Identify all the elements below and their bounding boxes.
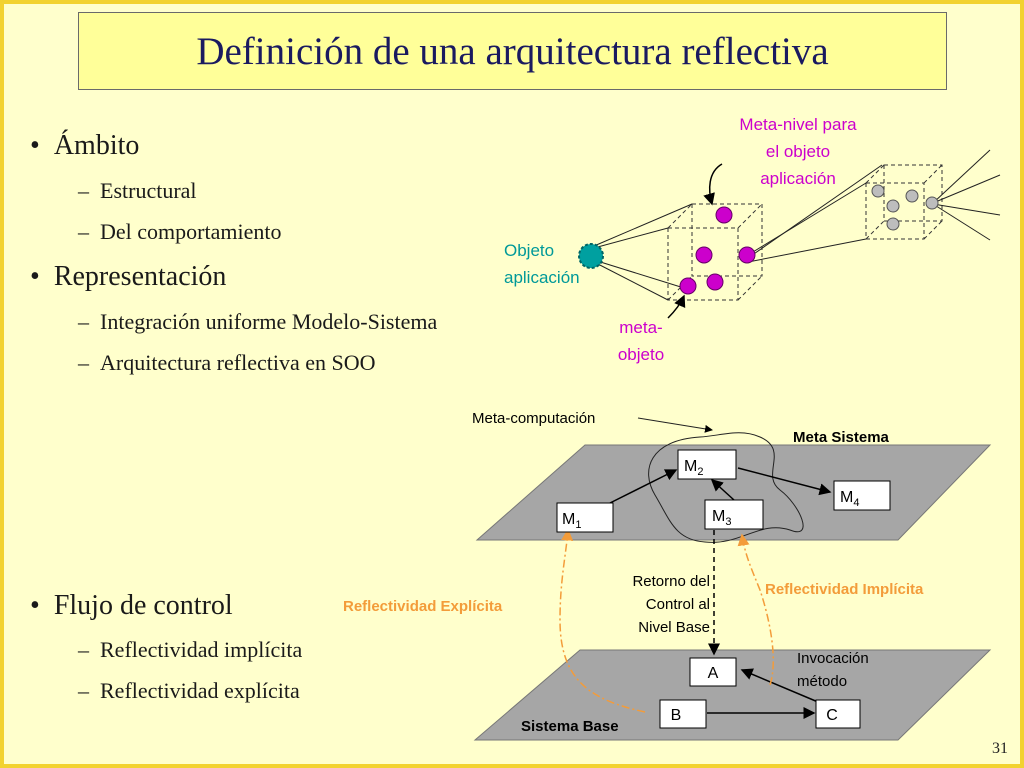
meta-object-dot — [715, 206, 733, 224]
node-b: B — [659, 699, 707, 729]
reflectividad-explicita-label: Reflectividad Explícita — [343, 598, 503, 615]
meta-meta-object-dot — [925, 196, 939, 210]
bullet-refl-implicita: – Reflectividad implícita — [78, 637, 303, 662]
meta-object-dot — [695, 246, 713, 264]
meta-sistema-label: Meta Sistema — [793, 429, 890, 446]
reflectividad-implicita-label: Reflectividad Implícita — [765, 581, 924, 598]
slide-title: Definición de una arquitectura reflectiv… — [196, 29, 829, 73]
retorno-label-3: Nivel Base — [638, 619, 710, 636]
meta-meta-object-dot — [886, 217, 900, 231]
implicit-reflection-arrow — [737, 533, 775, 686]
meta-object-dot — [706, 273, 724, 291]
objeto-label-1: Objeto — [504, 241, 554, 260]
meta-computation-arrow — [637, 417, 713, 433]
meta-meta-object-dot — [905, 189, 919, 203]
meta-meta-cube — [865, 164, 943, 240]
meta-object-dot — [738, 246, 756, 264]
m3-to-m2-arrow — [710, 478, 735, 501]
meta-meta-object-dot — [886, 199, 900, 213]
svg-text:M2: M2 — [684, 458, 703, 478]
meta-objeto-label-1: meta- — [619, 318, 662, 337]
meta-nivel-pointer-arrow — [703, 163, 723, 206]
meta-objeto-label-2: objeto — [618, 345, 664, 364]
node-m3: M3 — [704, 499, 764, 530]
base-system-plane — [473, 649, 992, 741]
page-number: 31 — [992, 740, 1008, 757]
svg-text:M3: M3 — [712, 508, 731, 528]
retorno-label-2: Control al — [646, 596, 710, 613]
bullet-comportamiento: – Del comportamiento — [78, 219, 282, 244]
svg-text:C: C — [826, 707, 838, 724]
node-a: A — [689, 657, 737, 687]
top-diagram: Meta-nivel para el objeto aplicación Obj… — [504, 115, 1001, 364]
node-m2: M2 — [677, 449, 737, 480]
meta-nivel-label-1: Meta-nivel para — [739, 115, 857, 134]
objeto-label-2: aplicación — [504, 268, 580, 287]
svg-text:A: A — [708, 665, 719, 682]
title-box: Definición de una arquitectura reflectiv… — [78, 12, 947, 90]
svg-text:B: B — [671, 707, 682, 724]
m1-to-m2-arrow — [609, 469, 678, 504]
sistema-base-label: Sistema Base — [521, 718, 619, 735]
meta-meta-objects — [871, 184, 939, 231]
meta-meta-object-dot — [871, 184, 885, 198]
bullet-integracion: – Integración uniforme Modelo-Sistema — [78, 309, 438, 334]
meta-nivel-label-3: aplicación — [760, 169, 836, 188]
meta-objects — [679, 206, 756, 295]
node-m1: M1 — [556, 502, 614, 533]
node-m4: M4 — [833, 480, 891, 511]
meta-objeto-pointer-arrow — [667, 294, 686, 319]
m2-to-m4-arrow — [737, 467, 832, 496]
c-to-a-arrow — [740, 668, 819, 703]
meta-object-dot — [679, 277, 697, 295]
invocacion-label-1: Invocación — [797, 650, 869, 667]
meta-computation-loop — [648, 432, 804, 543]
retorno-label-1: Retorno del — [632, 573, 710, 590]
application-object-icon — [578, 243, 604, 269]
svg-text:M1: M1 — [562, 511, 581, 531]
bullet-flujo-control: • Flujo de control — [30, 590, 233, 621]
bullet-refl-explicita: – Reflectividad explícita — [78, 678, 300, 703]
bottom-diagram: M1 M2 M3 M4 A B C Meta-computación Meta … — [343, 410, 992, 741]
bullet-ambito: • Ámbito — [30, 130, 140, 161]
node-c: C — [815, 699, 861, 729]
bullet-representacion: • Representación — [30, 261, 227, 292]
bullet-arquitectura-soo: – Arquitectura reflectiva en SOO — [78, 350, 376, 375]
explicit-reflection-arrow — [559, 528, 646, 713]
projection-lines — [593, 149, 1001, 301]
invocacion-label-2: método — [797, 673, 847, 690]
svg-text:M4: M4 — [840, 489, 859, 509]
bullet-estructural: – Estructural — [78, 178, 197, 203]
meta-computacion-label: Meta-computación — [472, 410, 595, 427]
meta-nivel-label-2: el objeto — [766, 142, 830, 161]
